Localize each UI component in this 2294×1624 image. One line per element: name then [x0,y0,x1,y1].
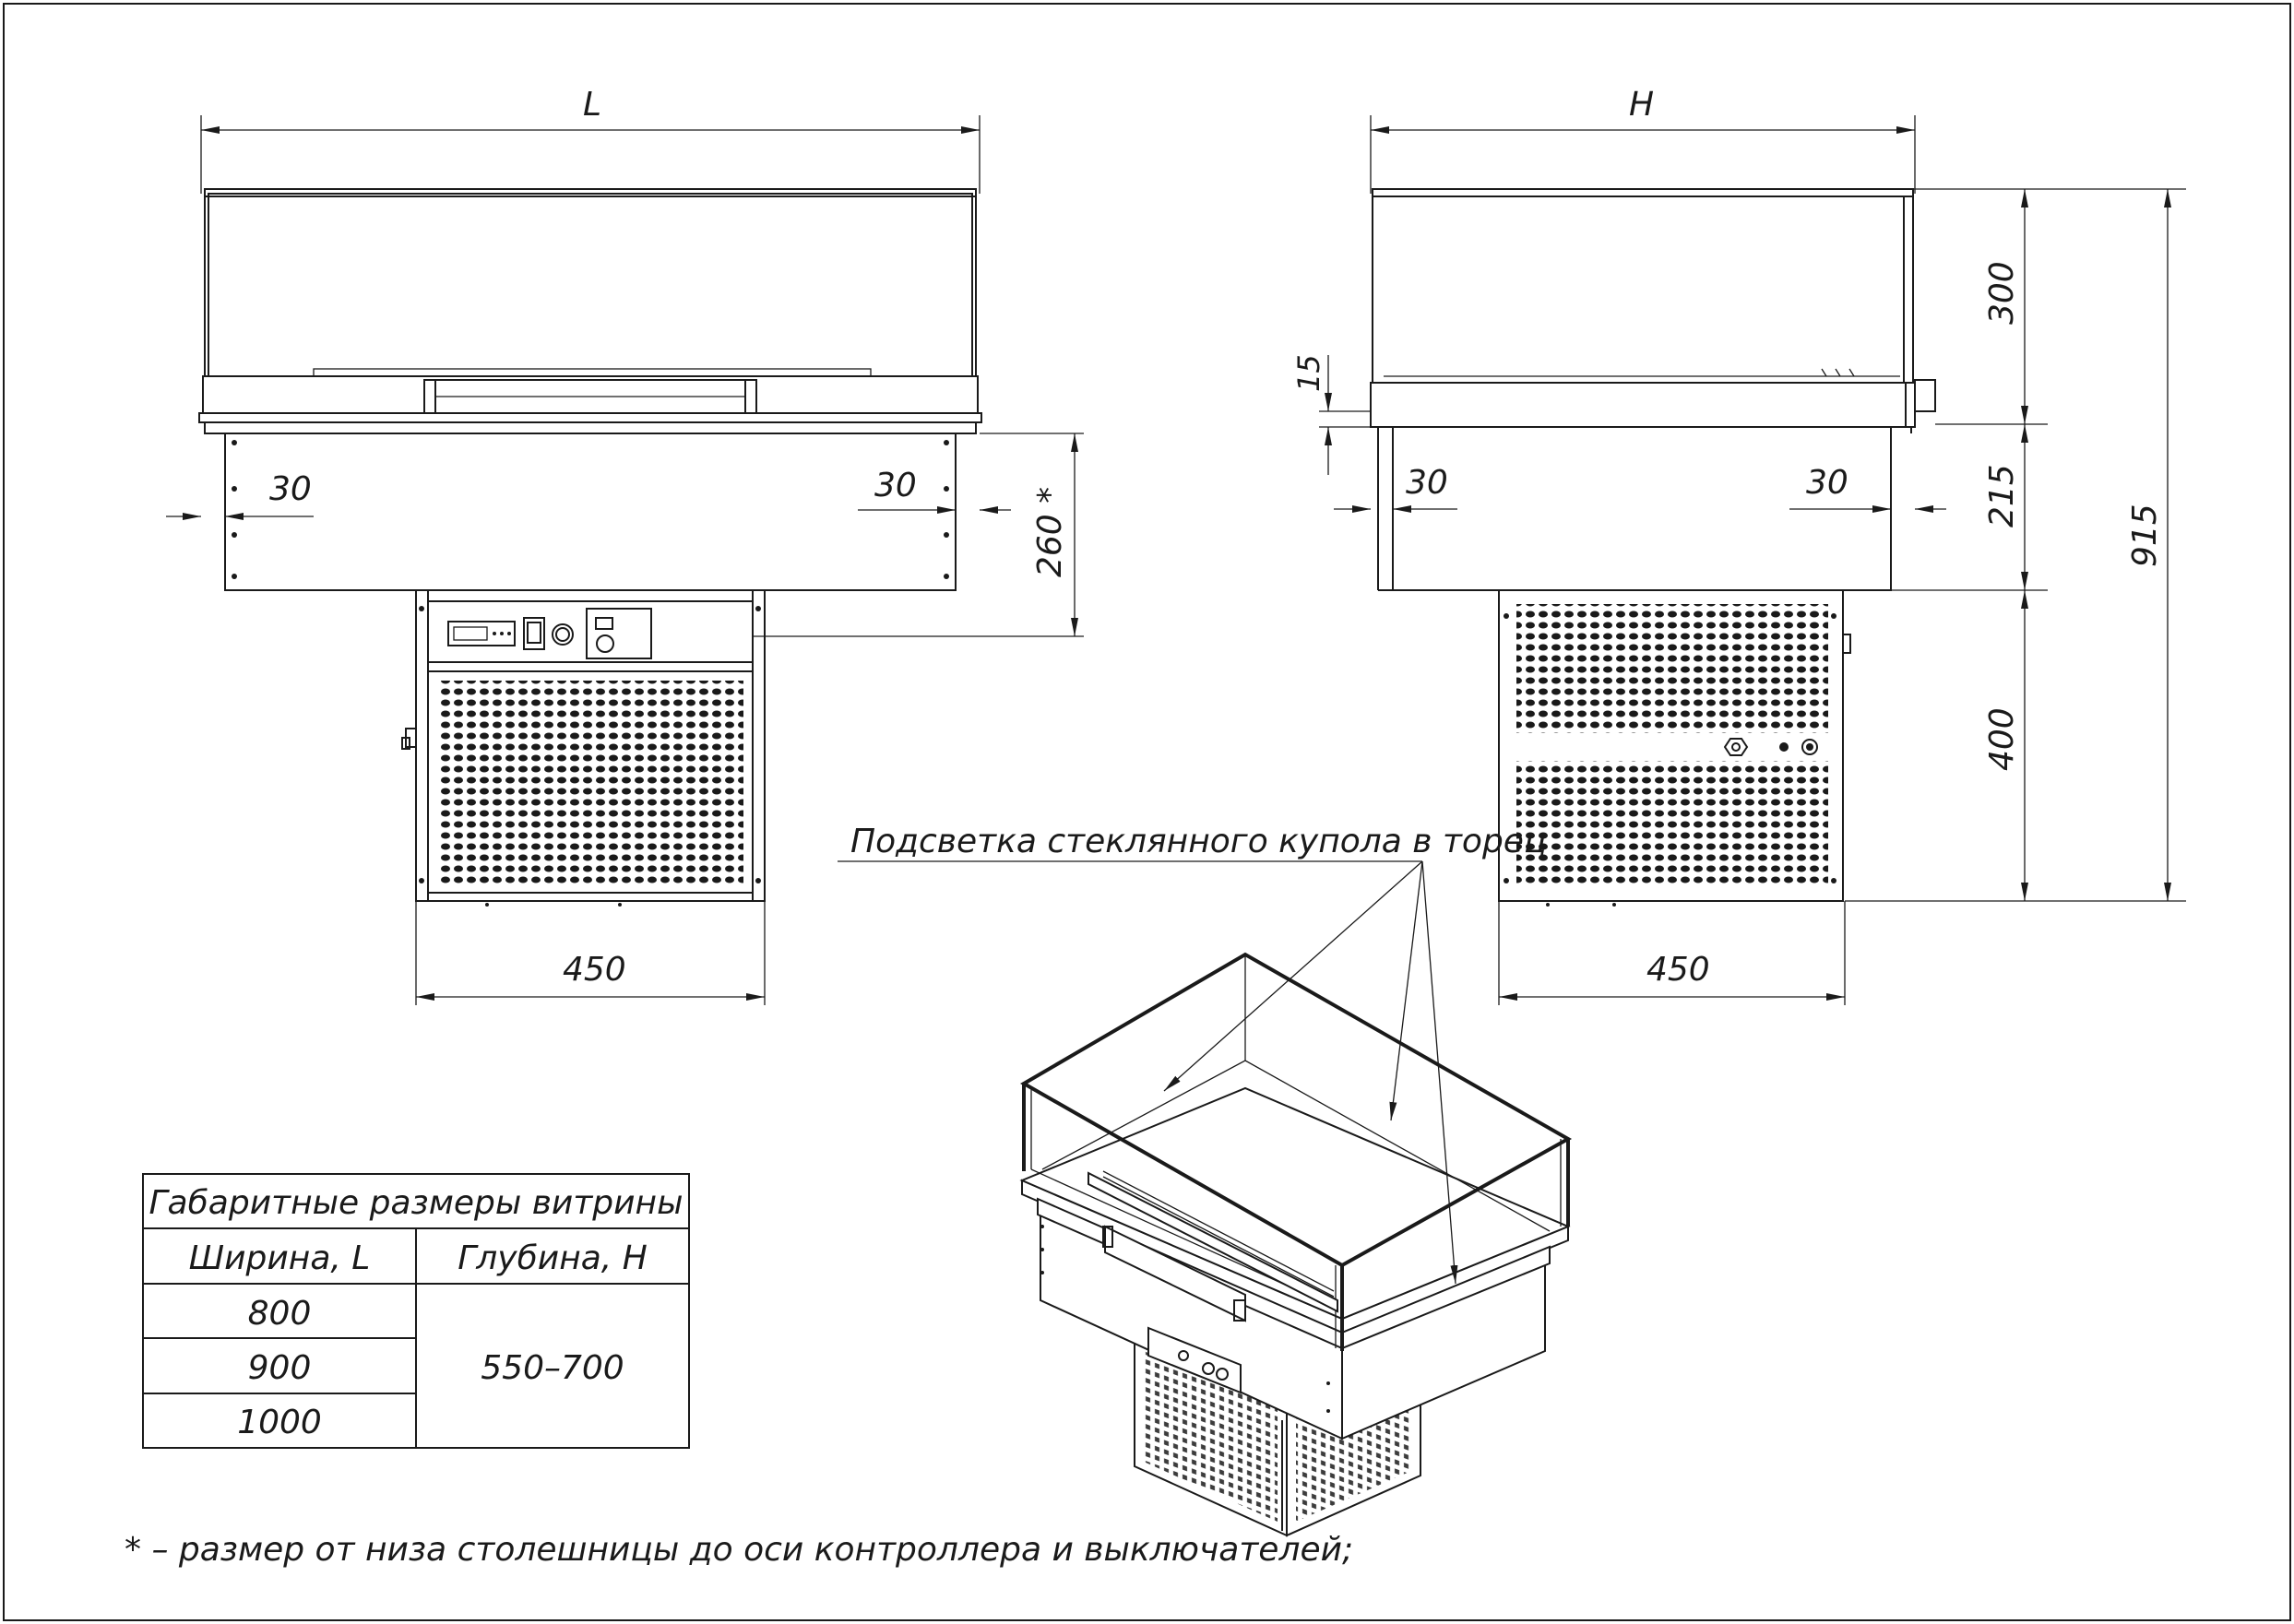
dim-label-side-450: 450 [1646,951,1710,989]
front-dome [204,188,977,377]
iso-grille-front [1144,1351,1278,1522]
dim-label-h: H [1629,86,1654,124]
dim-label-side-left-30: 30 [1406,464,1448,502]
dim-label-260: 260 * [1031,487,1069,577]
dim-label-front-left-30: 30 [269,470,312,508]
dim-label-side-right-30: 30 [1806,464,1848,502]
front-countertop [202,375,979,414]
front-body [224,433,957,591]
controller-display [447,621,516,646]
isometric-view [1019,952,1573,1537]
side-grille-top [1516,604,1828,733]
side-grille-bottom [1516,761,1828,885]
footnote: * – размер от низа столешницы до оси кон… [125,1531,1353,1569]
sheet-border [3,3,2291,1621]
table-cell-width-900: 900 [248,1349,312,1387]
front-grille [437,681,743,885]
table-header-depth: Глубина, H [458,1239,648,1277]
dim-label-915: 915 [2126,504,2164,567]
table-title: Габаритные размеры витрины [149,1184,683,1222]
table-cell-depth: 550–700 [481,1349,624,1387]
dim-label-215: 215 [1983,464,2021,528]
side-countertop [1370,382,1907,428]
lighting-callout: Подсветка стеклянного купола в торец [838,823,1546,1285]
power-switch-icon [523,617,545,650]
knob-icon [552,623,574,646]
table-cell-width-1000: 1000 [237,1404,322,1441]
dim-label-l: L [583,86,601,124]
drain-fitting-icon [1723,738,1749,756]
dim-label-400: 400 [1983,707,2021,771]
dim-label-front-450: 450 [563,951,626,989]
indicator-icon [1779,742,1789,752]
table-header-width: Ширина, L [189,1239,371,1277]
dim-label-front-right-30: 30 [874,467,917,504]
table-cell-width-800: 800 [248,1295,312,1333]
dimensions-table: Габаритные размеры витрины Ширина, L Глу… [142,1173,690,1449]
side-view: H 15 30 30 [1291,86,2186,1005]
dim-label-15: 15 [1291,354,1326,392]
callout-text: Подсветка стеклянного купола в торец [850,823,1546,860]
side-dome [1372,188,1914,384]
dim-label-300: 300 [1983,261,2021,325]
front-view: L 30 30 260 [166,86,1084,1005]
thermostat-box [586,608,652,659]
